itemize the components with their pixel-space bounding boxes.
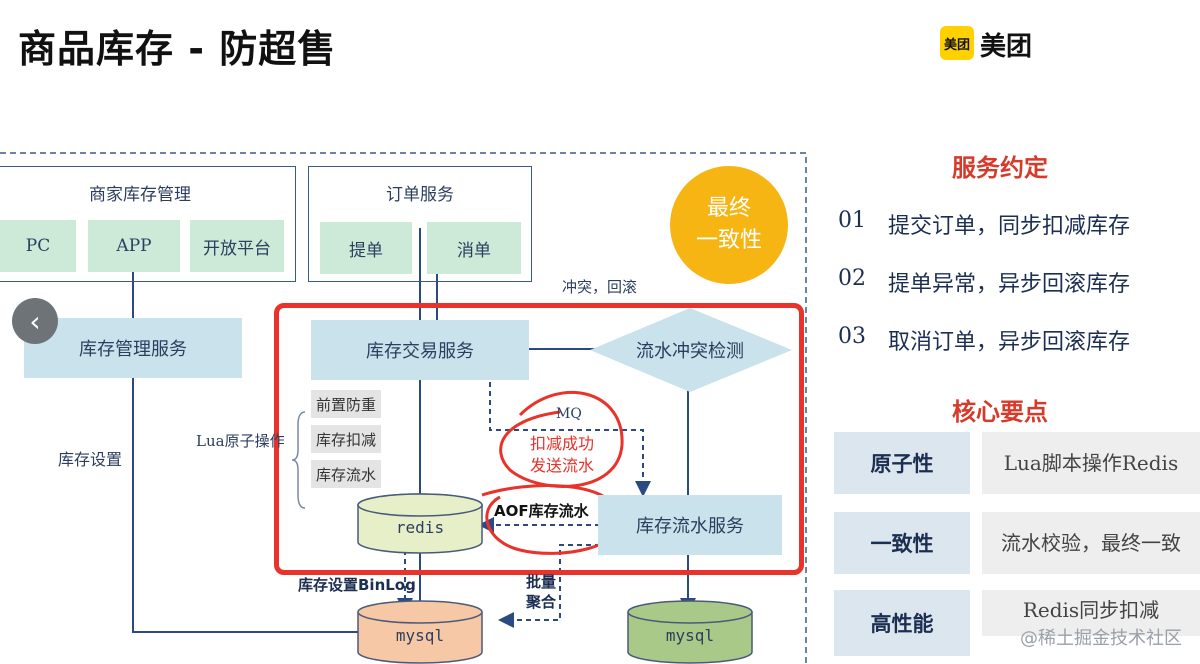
stock-deduct-box: 库存扣减: [311, 425, 381, 453]
key-points-heading: 核心要点: [952, 398, 1048, 426]
open-platform-box: 开放平台: [190, 220, 284, 272]
rule-text: 提交订单，同步扣减库存: [888, 214, 1131, 239]
batch-aggregate-label: 批量 聚合: [526, 573, 557, 611]
inventory-flow-service-box: 库存流水服务: [598, 495, 782, 555]
key-point-desc: 流水校验，最终一致: [982, 512, 1200, 574]
order-service-pane: [308, 166, 532, 282]
key-point-desc: Lua脚本操作Redis: [982, 432, 1200, 494]
rule-text: 取消订单，异步回滚库存: [888, 330, 1131, 355]
logo-text: 美团: [980, 32, 1033, 62]
chevron-left-icon: ‹: [29, 304, 41, 338]
app-box: APP: [88, 220, 180, 272]
eventual-consistency-label: 最终 一致性: [695, 196, 762, 253]
merchant-inventory-pane: [0, 166, 296, 282]
diagram-lines: [0, 152, 807, 664]
conflict-rollback-label: 冲突，回滚: [562, 278, 638, 296]
rule-item: 03 取消订单，异步回滚库存: [838, 324, 1198, 382]
rule-number: 02: [838, 266, 866, 291]
eventual-consistency-badge: 最终 一致性: [670, 166, 788, 284]
service-contract-list: 01 提交订单，同步扣减库存 02 提单异常，异步回滚库存 03 取消订单，异步…: [838, 208, 1198, 382]
service-contract-heading: 服务约定: [952, 154, 1048, 182]
rule-number: 01: [838, 208, 866, 233]
highlight-frame: [274, 303, 804, 575]
order-service-label: 订单服务: [386, 184, 454, 205]
watermark: @稀土掘金技术社区: [1020, 628, 1182, 649]
key-point-name: 原子性: [834, 432, 970, 494]
mysql-left-label: mysql: [395, 625, 445, 645]
rule-item: 01 提交订单，同步扣减库存: [838, 208, 1198, 266]
rule-number: 03: [838, 324, 866, 349]
merchant-inventory-label: 商家库存管理: [89, 184, 191, 205]
page-title: 商品库存 - 防超售: [18, 27, 337, 71]
rule-item: 02 提单异常，异步回滚库存: [838, 266, 1198, 324]
rule-text: 提单异常，异步回滚库存: [888, 272, 1131, 297]
inventory-mgmt-service-box: 库存管理服务: [24, 318, 242, 378]
mq-label: MQ: [556, 406, 582, 422]
stock-setting-label: 库存设置: [58, 450, 123, 469]
binlog-label: 库存设置BinLog: [298, 576, 416, 594]
key-point-name: 一致性: [834, 512, 970, 574]
cancel-order-box: 消单: [427, 222, 521, 274]
lua-atomic-label: Lua原子操作: [196, 432, 285, 450]
deduct-success-label: 扣减成功 发送流水: [530, 434, 595, 475]
submit-order-box: 提单: [320, 222, 412, 274]
meituan-logo-icon: 美团: [940, 26, 974, 60]
key-point-name: 高性能: [834, 590, 970, 656]
mysql-right-label: mysql: [665, 625, 715, 645]
redis-label: redis: [395, 517, 445, 537]
aof-flow-label: AOF库存流水: [494, 502, 589, 520]
pre-dedup-box: 前置防重: [311, 390, 381, 418]
inventory-trade-service-box: 库存交易服务: [311, 320, 529, 380]
architecture-diagram: 商家库存管理 PC APP 开放平台 订单服务 提单 消单 最终 一致性 冲突，…: [0, 150, 810, 664]
stock-flow-box: 库存流水: [311, 460, 381, 488]
flow-conflict-check-label: 流水冲突检测: [636, 341, 744, 362]
pc-box: PC: [0, 220, 76, 272]
key-point-desc: Redis同步扣减: [982, 590, 1200, 636]
prev-slide-button[interactable]: ‹: [12, 298, 58, 344]
